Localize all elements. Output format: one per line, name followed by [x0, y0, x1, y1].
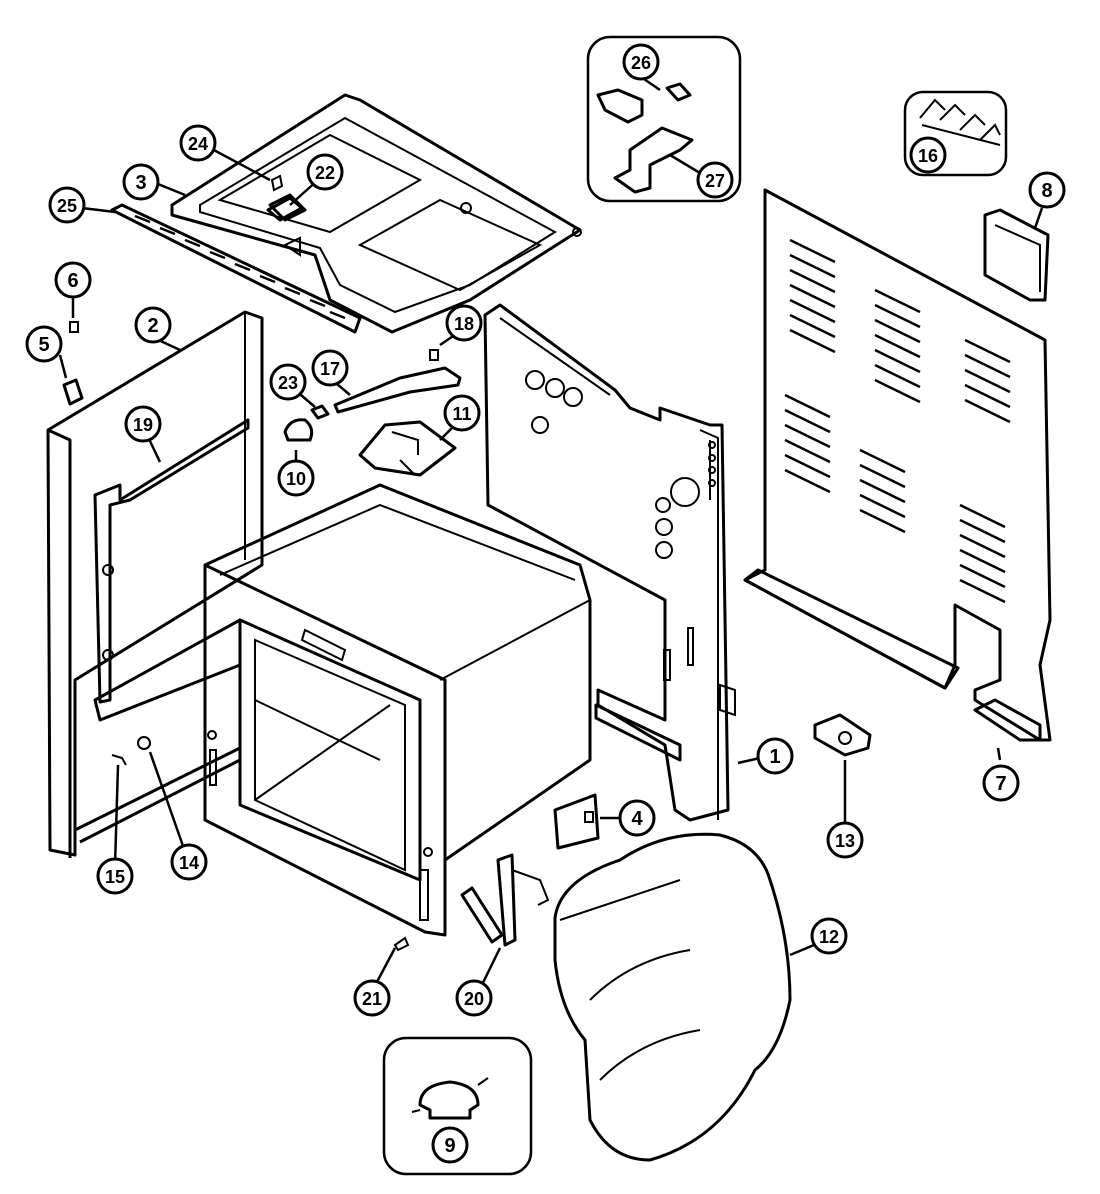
screw-18 [429, 349, 439, 361]
top-panel [170, 93, 582, 334]
svg-text:16: 16 [918, 146, 938, 166]
svg-text:5: 5 [38, 334, 49, 356]
svg-text:25: 25 [57, 196, 77, 216]
callout-11: 11 [443, 394, 481, 432]
svg-text:15: 15 [105, 867, 125, 887]
svg-text:23: 23 [278, 373, 298, 393]
callout-4: 4 [618, 799, 656, 837]
callout-6: 6 [54, 261, 92, 299]
svg-text:24: 24 [188, 134, 208, 154]
svg-text:17: 17 [320, 359, 340, 379]
right-side-panel [483, 303, 736, 822]
callout-18: 18 [445, 304, 483, 342]
svg-text:6: 6 [67, 270, 78, 292]
callout-12: 12 [810, 917, 848, 955]
front-trim-plate [110, 203, 362, 334]
callout-13: 13 [826, 821, 864, 859]
callout-1: 1 [756, 737, 794, 775]
svg-text:1: 1 [769, 746, 780, 768]
clip-23 [310, 404, 330, 420]
callout-15: 15 [96, 857, 134, 895]
screw-24 [270, 174, 284, 192]
svg-text:9: 9 [444, 1135, 455, 1157]
bracket-11 [358, 420, 457, 477]
svg-text:14: 14 [179, 853, 199, 873]
leader-lines [58, 75, 1044, 996]
knob-10 [283, 418, 314, 442]
callout-23: 23 [269, 363, 307, 401]
callout-9: 9 [431, 1126, 469, 1164]
bracket-8 [983, 208, 1050, 302]
svg-text:8: 8 [1041, 180, 1052, 202]
svg-text:4: 4 [631, 808, 643, 830]
callout-19: 19 [124, 405, 162, 443]
callout-27: 27 [696, 161, 734, 199]
screw-21 [393, 936, 410, 952]
callout-20: 20 [455, 979, 493, 1017]
plate-22 [266, 196, 304, 222]
svg-text:2: 2 [147, 315, 158, 337]
callout-2: 2 [134, 306, 172, 344]
svg-text:21: 21 [362, 989, 382, 1009]
callout-21: 21 [353, 979, 391, 1017]
insulation-blanket [553, 832, 792, 1162]
wire-17 [333, 366, 462, 414]
callout-5: 5 [25, 325, 63, 363]
rear-panel [743, 188, 1052, 742]
svg-text:20: 20 [464, 989, 484, 1009]
bracket-5 [62, 378, 84, 406]
callout-10: 10 [277, 459, 315, 497]
inset-26-27 [586, 35, 742, 203]
svg-text:10: 10 [286, 469, 306, 489]
inset-9 [382, 1036, 533, 1176]
svg-text:18: 18 [454, 314, 474, 334]
callout-3: 3 [122, 163, 160, 201]
callout-24: 24 [179, 124, 217, 162]
svg-text:13: 13 [835, 831, 855, 851]
callout-22: 22 [306, 153, 344, 191]
callout-8: 8 [1028, 171, 1066, 209]
bracket-4 [553, 793, 600, 850]
screw-6 [69, 321, 79, 333]
svg-text:11: 11 [452, 404, 471, 424]
svg-text:27: 27 [705, 171, 725, 191]
svg-text:26: 26 [631, 53, 651, 73]
svg-text:3: 3 [135, 172, 146, 194]
callout-14: 14 [170, 843, 208, 881]
bracket-13 [813, 713, 872, 757]
svg-text:7: 7 [995, 773, 1006, 795]
callout-7: 7 [982, 764, 1020, 802]
callout-26: 26 [622, 43, 660, 81]
clip-14 [137, 736, 151, 750]
svg-text:12: 12 [819, 927, 839, 947]
screw-15 [111, 754, 127, 766]
callout-16: 16 [909, 136, 947, 174]
callout-17: 17 [311, 349, 349, 387]
hinge-20 [460, 853, 550, 947]
svg-text:22: 22 [315, 163, 335, 183]
svg-text:19: 19 [133, 415, 153, 435]
callout-25: 25 [48, 186, 86, 224]
oven-cavity [203, 483, 592, 937]
